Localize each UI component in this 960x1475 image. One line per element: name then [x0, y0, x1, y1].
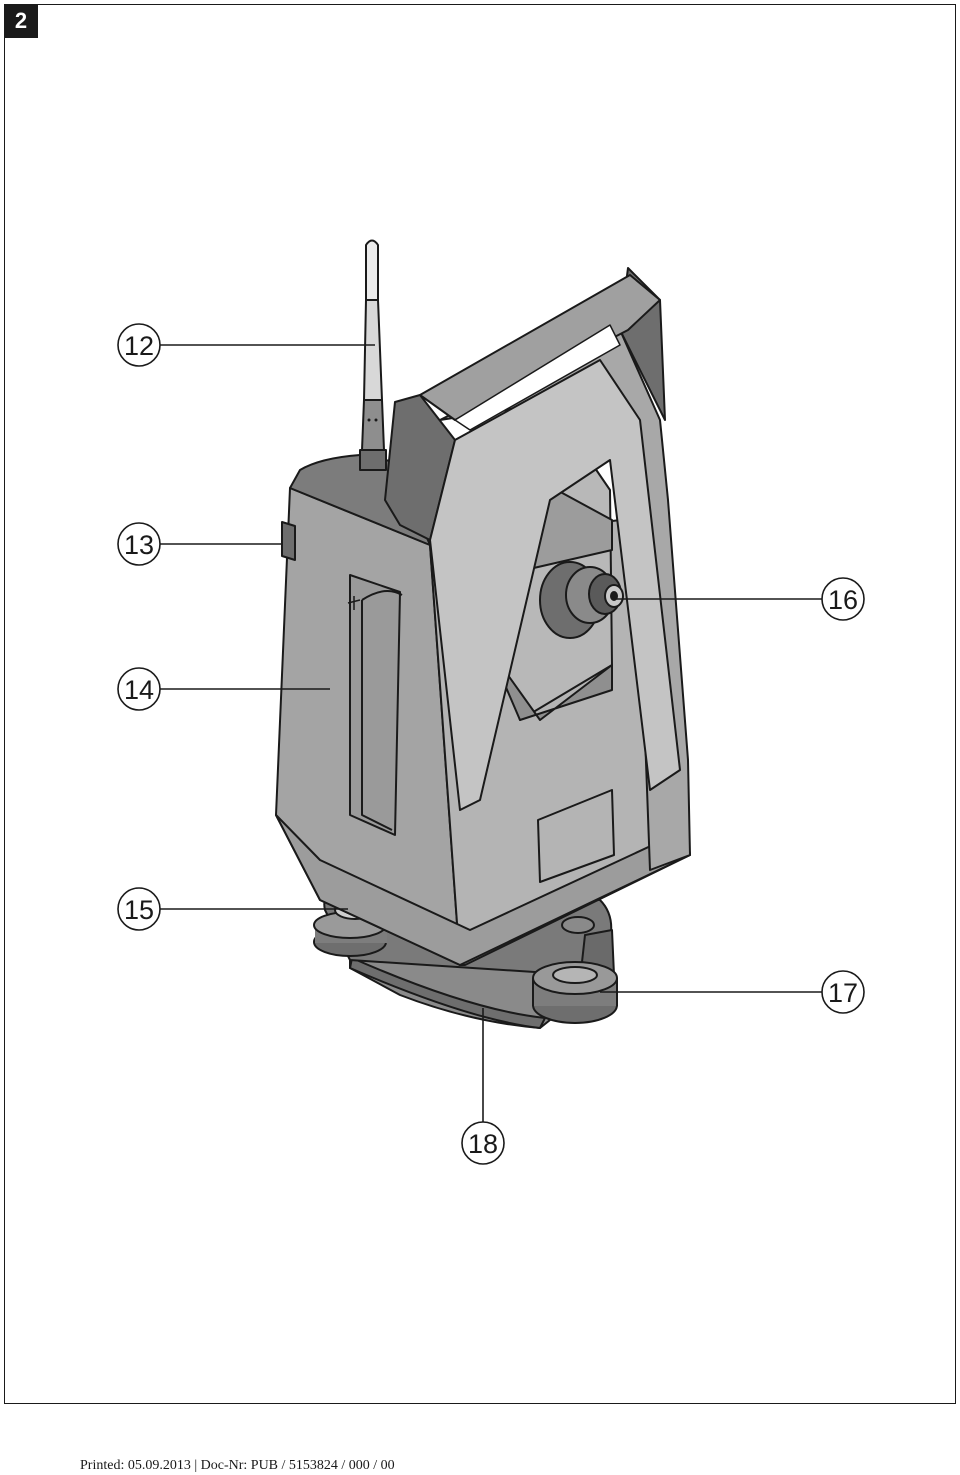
- callout-14: 14: [117, 667, 161, 711]
- callout-16: 16: [821, 577, 865, 621]
- callout-label-16: 16: [828, 585, 858, 615]
- callout-label-17: 17: [828, 978, 858, 1008]
- figure-number-badge: 2: [4, 4, 38, 38]
- foot-screw-back: [561, 916, 595, 934]
- callout-label-18: 18: [468, 1129, 498, 1159]
- callout-12: 12: [117, 323, 161, 367]
- antenna: [359, 239, 387, 471]
- callout-15: 15: [117, 887, 161, 931]
- battery-compartment: [347, 574, 403, 836]
- side-latch: [281, 521, 296, 561]
- leader-lines: [160, 344, 822, 1122]
- print-footer: Printed: 05.09.2013 | Doc-Nr: PUB / 5153…: [80, 1458, 395, 1473]
- callout-label-14: 14: [124, 675, 154, 705]
- label-plate: [537, 789, 615, 883]
- foot-screw-right: [532, 961, 618, 1024]
- focus-knob: [539, 561, 624, 639]
- callout-label-15: 15: [124, 895, 154, 925]
- callout-label-13: 13: [124, 530, 154, 560]
- page-frame: [4, 4, 956, 1404]
- callout-17: 17: [821, 970, 865, 1014]
- callout-label-12: 12: [124, 331, 154, 361]
- callout-18: 18: [461, 1121, 505, 1165]
- callout-13: 13: [117, 522, 161, 566]
- carry-handle: [384, 274, 681, 811]
